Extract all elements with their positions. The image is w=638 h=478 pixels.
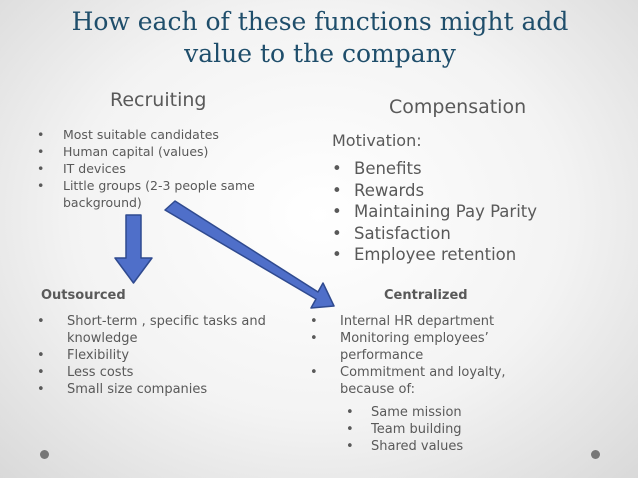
list-item: Employee retention [332, 244, 612, 266]
motivation-label: Motivation: [332, 131, 422, 150]
list-item: Maintaining Pay Parity [332, 201, 612, 223]
centralized-heading: Centralized [384, 288, 468, 303]
list-item: Internal HR department [310, 313, 520, 330]
list-item: Same mission [346, 404, 516, 421]
arrow-down-icon [114, 214, 153, 284]
list-item: Commitment and loyalty, because of: [310, 364, 520, 398]
list-item: Shared values [346, 438, 516, 455]
bullet-dot-right [591, 450, 600, 459]
list-item: Human capital (values) [37, 143, 277, 160]
bullet-dot-left [40, 450, 49, 459]
list-item: Small size companies [37, 381, 287, 398]
list-item: Flexibility [37, 347, 287, 364]
list-item: IT devices [37, 160, 277, 177]
outsourced-list: Short-term , specific tasks and knowledg… [37, 313, 287, 398]
list-item: Monitoring employees’ performance [310, 330, 520, 364]
compensation-list: Benefits Rewards Maintaining Pay Parity … [332, 158, 612, 266]
compensation-heading: Compensation [389, 96, 527, 118]
slide-title: How each of these functions might add va… [71, 7, 569, 68]
list-item: Little groups (2-3 people same backgroun… [37, 177, 277, 211]
centralized-sublist: Same mission Team building Shared values [346, 404, 516, 455]
list-item: Rewards [332, 180, 612, 202]
list-item: Team building [346, 421, 516, 438]
list-item: Most suitable candidates [37, 126, 277, 143]
recruiting-list: Most suitable candidates Human capital (… [37, 126, 277, 211]
list-item: Less costs [37, 364, 287, 381]
recruiting-heading: Recruiting [110, 89, 207, 111]
centralized-list: Internal HR department Monitoring employ… [310, 313, 520, 398]
list-item: Benefits [332, 158, 612, 180]
arrow-diagonal-icon [164, 200, 335, 309]
list-item: Satisfaction [332, 223, 612, 245]
list-item: Short-term , specific tasks and knowledg… [37, 313, 287, 347]
outsourced-heading: Outsourced [41, 288, 126, 303]
